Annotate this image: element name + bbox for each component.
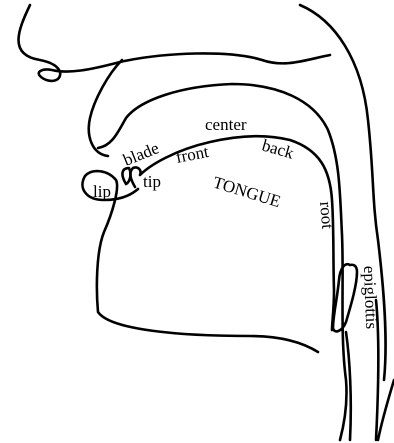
label-blade: blade: [120, 138, 161, 169]
palate-outline: [98, 84, 347, 440]
label-epiglottis: epiglottis: [360, 265, 381, 329]
lower-teeth-outline: [122, 168, 130, 184]
label-front: front: [174, 142, 210, 167]
neck-outline: [378, 380, 394, 440]
label-lip: lip: [93, 182, 111, 201]
tongue-surface-outline: [130, 136, 334, 330]
label-tongue: TONGUE: [211, 173, 283, 212]
face-profile-outline: [19, 5, 331, 81]
label-tip: tip: [143, 172, 161, 191]
label-root: root: [316, 201, 337, 230]
epiglottis-outline: [333, 264, 357, 331]
upper-lip-outline: [89, 60, 122, 156]
lower-lip-chin-outline: [82, 171, 318, 352]
label-center: center: [205, 115, 247, 134]
